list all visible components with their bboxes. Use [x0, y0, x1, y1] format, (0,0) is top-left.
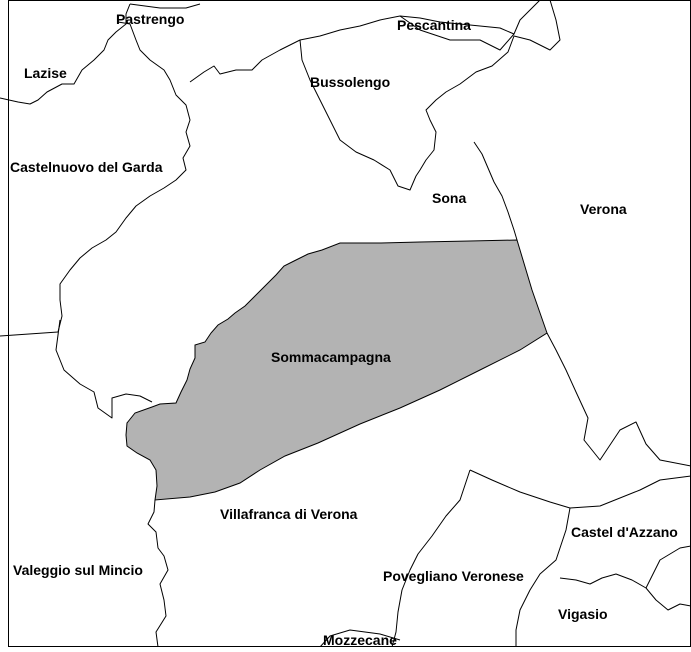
- label-mozzecane[interactable]: Mozzecane: [323, 632, 397, 648]
- label-villafranca-di-verona[interactable]: Villafranca di Verona: [220, 506, 358, 522]
- label-povegliano-veronese[interactable]: Povegliano Veronese: [383, 568, 524, 584]
- border-villafranca-south: [147, 499, 169, 648]
- border-bussolengo-sona: [299, 0, 561, 191]
- label-lazise[interactable]: Lazise: [24, 65, 67, 81]
- label-verona[interactable]: Verona: [580, 201, 627, 217]
- border-castelnuovo-bussolengo: [0, 21, 191, 337]
- border-sona-verona: [473, 141, 518, 241]
- label-pastrengo[interactable]: Pastrengo: [116, 11, 184, 27]
- label-sommacampagna[interactable]: Sommacampagna: [271, 349, 391, 365]
- border-pastrengo: [129, 3, 201, 9]
- sommacampagna-area[interactable]: [125, 239, 548, 501]
- border-mozzecane: [319, 629, 401, 648]
- municipality-labels: Pastrengo Pescantina Lazise Bussolengo C…: [10, 11, 678, 648]
- label-bussolengo[interactable]: Bussolengo: [310, 74, 390, 90]
- label-castel-dazzano[interactable]: Castel d'Azzano: [571, 524, 678, 540]
- border-povegliano: [391, 469, 471, 648]
- label-valeggio-sul-mincio[interactable]: Valeggio sul Mincio: [13, 562, 143, 578]
- border-bussolengo: [189, 15, 515, 83]
- border-pescantina: [399, 0, 541, 51]
- border-castel-east: [645, 545, 691, 589]
- label-sona[interactable]: Sona: [432, 190, 466, 206]
- border-lazise-castelnuovo: [0, 3, 131, 105]
- border-castel-vigasio: [559, 573, 691, 611]
- border-povegliano-vigasio: [515, 507, 571, 647]
- label-castelnuovo-del-garda[interactable]: Castelnuovo del Garda: [10, 159, 163, 175]
- border-verona-villafranca: [546, 332, 691, 467]
- label-vigasio[interactable]: Vigasio: [558, 606, 608, 622]
- border-castelnuovo-valeggio: [55, 319, 153, 419]
- label-pescantina[interactable]: Pescantina: [397, 17, 471, 33]
